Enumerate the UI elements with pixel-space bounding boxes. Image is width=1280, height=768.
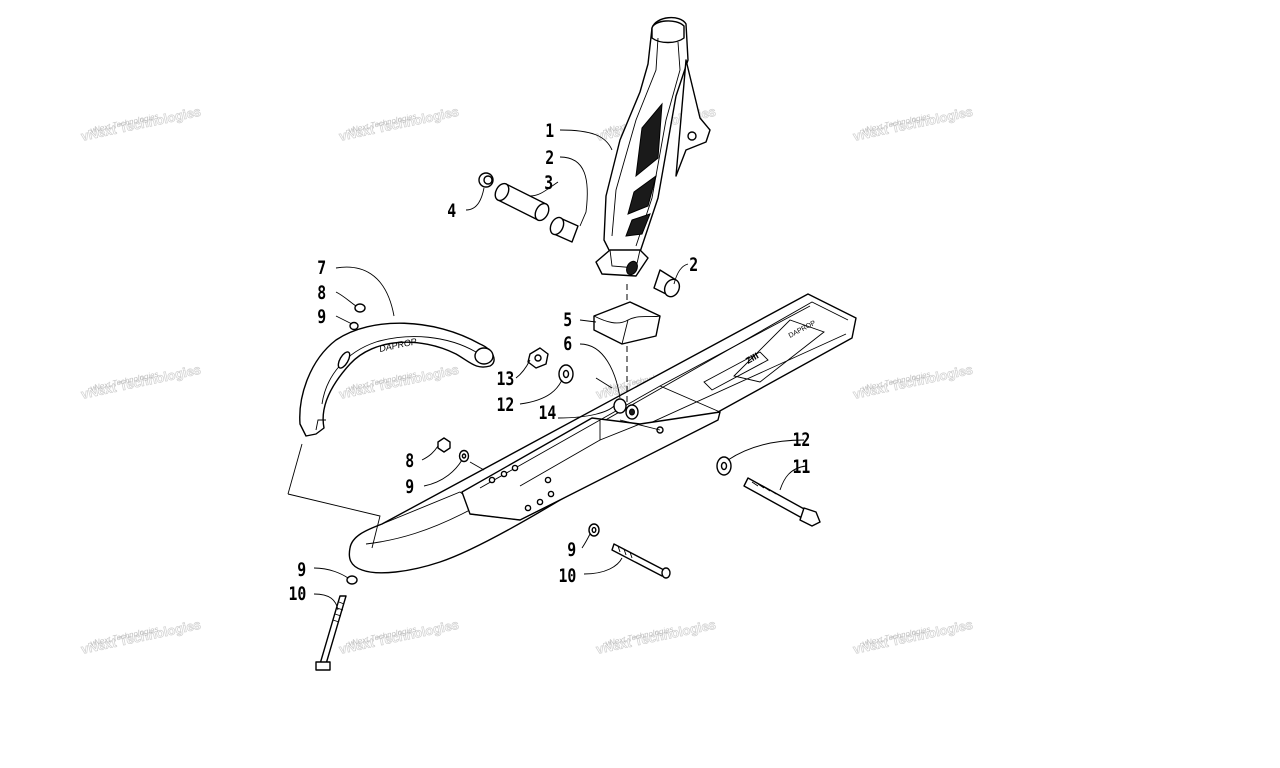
callout-2: 2 [689, 254, 698, 276]
callout-4: 4 [447, 200, 456, 222]
callout-8: 8 [317, 282, 326, 304]
watermark: vNext Technologies vNext Technologies [79, 361, 202, 402]
callout-13: 13 [497, 368, 515, 390]
nut-13 [527, 347, 549, 369]
spindle [595, 17, 711, 277]
bushing-4 [478, 172, 494, 188]
washer-12-right [716, 456, 732, 476]
watermark: vNext Technologies vNext Technologies [337, 361, 460, 402]
callout-8: 8 [405, 450, 414, 472]
callout-10: 10 [559, 565, 577, 587]
ski-hole [544, 476, 552, 484]
watermark-layer: vNext Technologies vNext Technologies vN… [79, 103, 974, 657]
nut-8-handle [354, 303, 366, 313]
ski-hole [547, 490, 555, 498]
nut-8-keel [437, 437, 451, 453]
callout-3: 3 [544, 172, 553, 194]
sleeve-3 [494, 182, 550, 222]
watermark: vNext Technologies vNext Technologies [337, 616, 460, 657]
callout-12: 12 [793, 429, 811, 451]
washer-9-keel [458, 449, 470, 463]
callout-9: 9 [567, 539, 576, 561]
watermark: vNext Technologies vNext Technologies [851, 103, 974, 144]
bolt-10-vertical [315, 595, 347, 671]
bushing-2-right [626, 260, 681, 298]
bolt-11 [743, 477, 821, 527]
leader-lines [287, 129, 807, 611]
ski-hole [524, 504, 532, 512]
watermark: vNext Technologies vNext Technologies [594, 616, 717, 657]
washer-9-ski [588, 523, 600, 537]
callout-1: 1 [545, 120, 554, 142]
ski-hole [488, 476, 496, 484]
callout-2: 2 [545, 147, 554, 169]
ski-runner: DAPROP ZIII [348, 293, 857, 574]
watermark: vNext Technologies vNext Technologies [79, 616, 202, 657]
callout-11: 11 [793, 456, 811, 478]
callout-9: 9 [405, 476, 414, 498]
watermark: vNext Technologies vNext Technologies [851, 616, 974, 657]
watermark: vNext Technologies vNext Technologies [79, 103, 202, 144]
bushing-14 [613, 398, 639, 420]
ski-hole [511, 464, 519, 472]
ski-hole [500, 470, 508, 478]
washer-12-left [558, 364, 574, 384]
pad-5 [593, 301, 661, 345]
washer-9-tip [346, 575, 358, 585]
callout-12: 12 [497, 394, 515, 416]
callout-layer: 1 2 3 4 2 5 6 7 8 9 13 12 14 8 9 12 11 9… [289, 120, 811, 605]
callout-5: 5 [563, 309, 572, 331]
callout-9: 9 [317, 306, 326, 328]
callout-14: 14 [539, 402, 557, 424]
washer-9-handle [349, 321, 359, 331]
callout-10: 10 [289, 583, 307, 605]
callout-6: 6 [563, 333, 572, 355]
bolt-10-ski [611, 543, 671, 579]
bushing-2-left [549, 216, 579, 243]
callout-7: 7 [317, 257, 326, 279]
watermark: vNext Technologies vNext Technologies [337, 103, 460, 144]
ski-hole [536, 498, 544, 506]
callout-9: 9 [297, 559, 306, 581]
watermark: vNext Technologies vNext Technologies [851, 361, 974, 402]
